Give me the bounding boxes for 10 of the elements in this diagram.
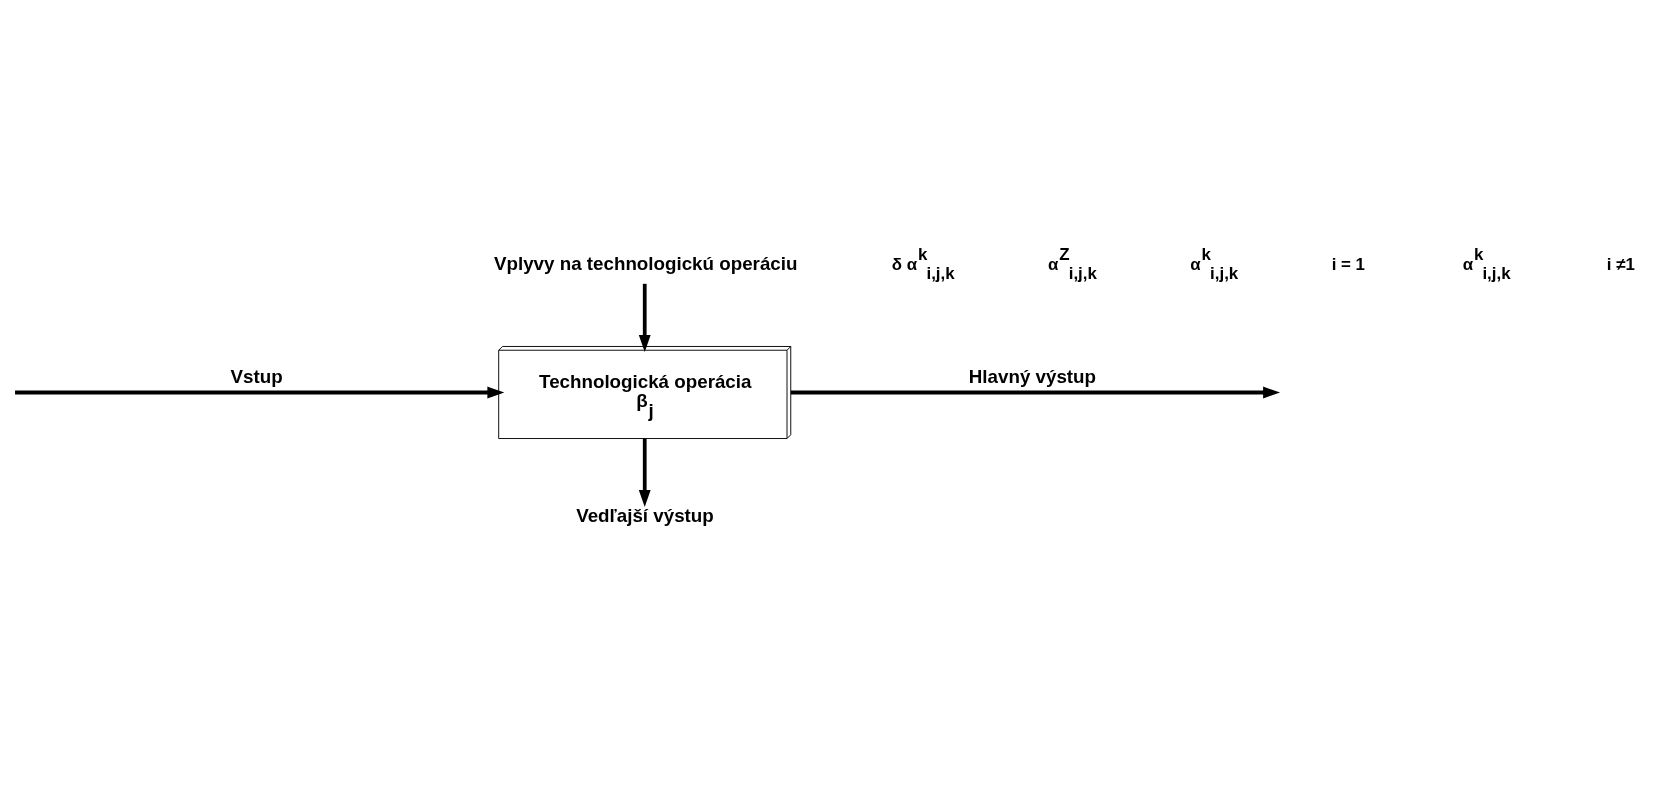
edge-label: Hlavný výstup	[968, 366, 1097, 388]
node-text: Vedľajší výstup	[576, 505, 714, 527]
arrow	[15, 386, 505, 399]
arrow	[638, 438, 651, 507]
edge-label: Vstup	[230, 366, 283, 388]
arrow	[790, 386, 1281, 399]
label: i = 1	[1331, 254, 1366, 274]
node-text: Vplyvy na technologickú operáciu	[494, 253, 798, 275]
arrow	[638, 283, 651, 352]
label: i ≠1	[1606, 254, 1635, 274]
